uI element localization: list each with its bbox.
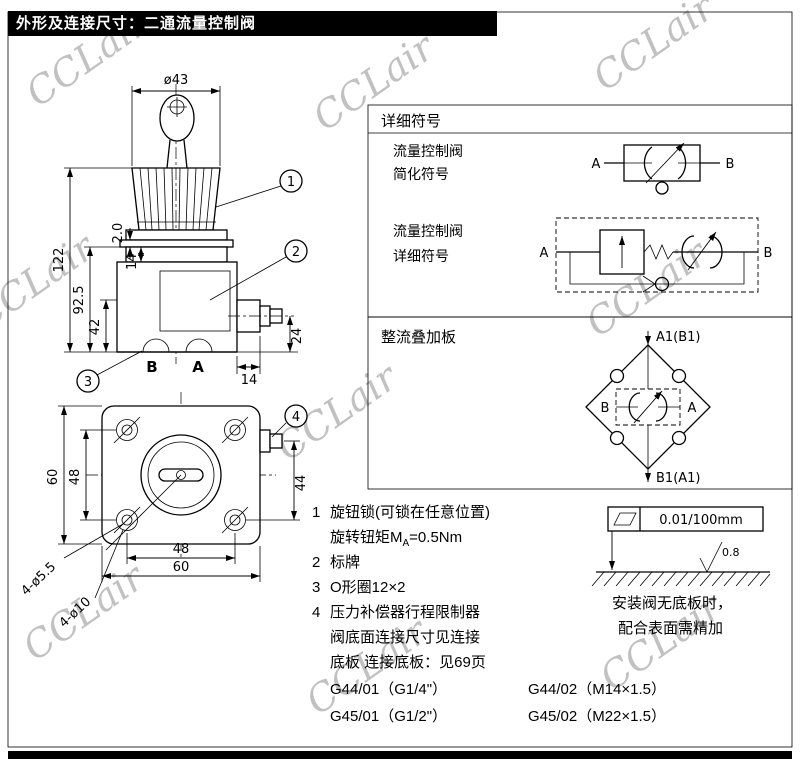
note-2-text: 标牌 xyxy=(330,554,361,571)
part-number-g45-02: G45/02（M22×1.5） xyxy=(528,708,666,725)
dim-port-height: 24 xyxy=(290,328,305,345)
ground-hatching xyxy=(591,571,771,587)
surface-note-line2: 配合表面需精加 xyxy=(618,620,724,637)
label-holes-small: 4-ø5.5 xyxy=(18,560,59,599)
simple-port-a: A xyxy=(592,157,601,172)
rectifier-symbol: B A A1(B1) B1(A1) xyxy=(585,330,711,486)
note-1-torque-subscript: A xyxy=(402,538,410,549)
detailed-symbol: A B xyxy=(540,217,773,293)
dim-flange-height: 60 xyxy=(46,469,61,486)
note-1-line2: 旋转钮矩MA=0.5Nm xyxy=(330,526,462,549)
symbol-row1-label1: 流量控制阀 xyxy=(393,143,463,159)
note-4-text: 压力补偿器行程限制器 xyxy=(330,604,481,621)
note-1: 1 旋钮锁(可锁在任意位置) xyxy=(312,501,490,522)
dim-body-height: 92.5 xyxy=(72,286,87,315)
dim-port-offset: 44 xyxy=(294,475,309,492)
rectifier-panel-title: 整流叠加板 xyxy=(381,329,457,346)
note-3-text: O形圈12×2 xyxy=(330,579,406,596)
callout-3: 3 xyxy=(84,375,92,390)
note-1-text: 旋钮锁(可锁在任意位置) xyxy=(330,504,490,521)
note-1-torque-value: =0.5Nm xyxy=(409,529,463,546)
roughness-value: 0.8 xyxy=(722,546,740,559)
dim-total-height: 122 xyxy=(52,248,67,273)
note-3-number: 3 xyxy=(312,579,321,596)
callout-4: 4 xyxy=(292,410,300,425)
part-number-g44-01: G44/01（G1/4"） xyxy=(330,681,448,698)
note-2: 2 标牌 xyxy=(312,551,360,572)
dim-boss-width: 14 xyxy=(241,373,258,388)
front-view-dimensions: ø43 122 92.5 42 2.0 14 24 14 1 2 3 xyxy=(52,73,308,393)
symbol-row2-label1: 流量控制阀 xyxy=(393,223,463,239)
note-4: 4 压力补偿器行程限制器 xyxy=(312,601,480,622)
bottom-view-drawing xyxy=(86,392,283,558)
part-number-g45-01: G45/01（G1/2"） xyxy=(330,708,448,725)
dim-hole-spacing-v: 48 xyxy=(68,469,83,486)
dim-hole-spacing-h: 48 xyxy=(173,542,190,557)
surface-finish-detail: 0.01/100mm 0.8 xyxy=(591,506,771,587)
port-label-a: A xyxy=(192,358,204,376)
simple-port-b: B xyxy=(726,157,735,172)
knurl-flutes xyxy=(137,167,216,231)
next-section-strip xyxy=(8,751,792,759)
callout-1: 1 xyxy=(287,175,295,190)
note-4-line2: 阀底面连接尺寸见连接 xyxy=(330,629,481,646)
port-label-b: B xyxy=(146,358,157,376)
nameplate-outline xyxy=(159,270,231,332)
rectifier-panel-border xyxy=(367,316,793,490)
corner-bolt-holes xyxy=(113,416,249,534)
dim-band-height: 14 xyxy=(125,253,140,270)
port-b-section xyxy=(142,338,170,353)
detail-port-a: A xyxy=(540,246,549,261)
note-1-torque: 旋转钮矩M xyxy=(330,529,403,546)
dim-lower-height: 42 xyxy=(88,319,103,336)
port-a-section xyxy=(185,338,213,353)
flatness-tolerance: 0.01/100mm xyxy=(659,513,742,528)
front-view-drawing: B A xyxy=(116,84,294,376)
dim-flange-width: 60 xyxy=(173,560,190,575)
note-4-line3: 底板 连接底板：见69页 xyxy=(330,654,486,671)
watermark: CCLair xyxy=(578,229,717,345)
simplified-symbol: A B xyxy=(592,142,735,195)
dim-knob-diameter: ø43 xyxy=(164,73,189,88)
page-title: 外形及连接尺寸：二通流量控制阀 xyxy=(8,11,497,36)
rectifier-port-bottom: B1(A1) xyxy=(656,471,701,486)
rectifier-port-top: A1(B1) xyxy=(656,330,701,345)
detail-port-b: B xyxy=(764,246,773,261)
symbols-panel-title: 详细符号 xyxy=(381,113,442,130)
symbol-row2-label2: 详细符号 xyxy=(393,248,449,264)
note-1-number: 1 xyxy=(312,504,321,521)
symbol-row1-label2: 简化符号 xyxy=(393,166,449,182)
note-3: 3 O形圈12×2 xyxy=(312,576,405,597)
surface-note-line1: 安装阀无底板时， xyxy=(612,595,733,612)
dim-plate-thickness: 2.0 xyxy=(111,223,126,244)
callout-2: 2 xyxy=(292,245,300,260)
symbols-panel-border xyxy=(367,104,793,318)
rectifier-label-a: A xyxy=(688,401,697,416)
note-4-number: 4 xyxy=(312,604,321,621)
note-2-number: 2 xyxy=(312,554,321,571)
rectifier-label-b: B xyxy=(601,401,610,416)
watermark: CCLair xyxy=(585,0,724,99)
part-number-g44-02: G44/02（M14×1.5） xyxy=(528,681,666,698)
